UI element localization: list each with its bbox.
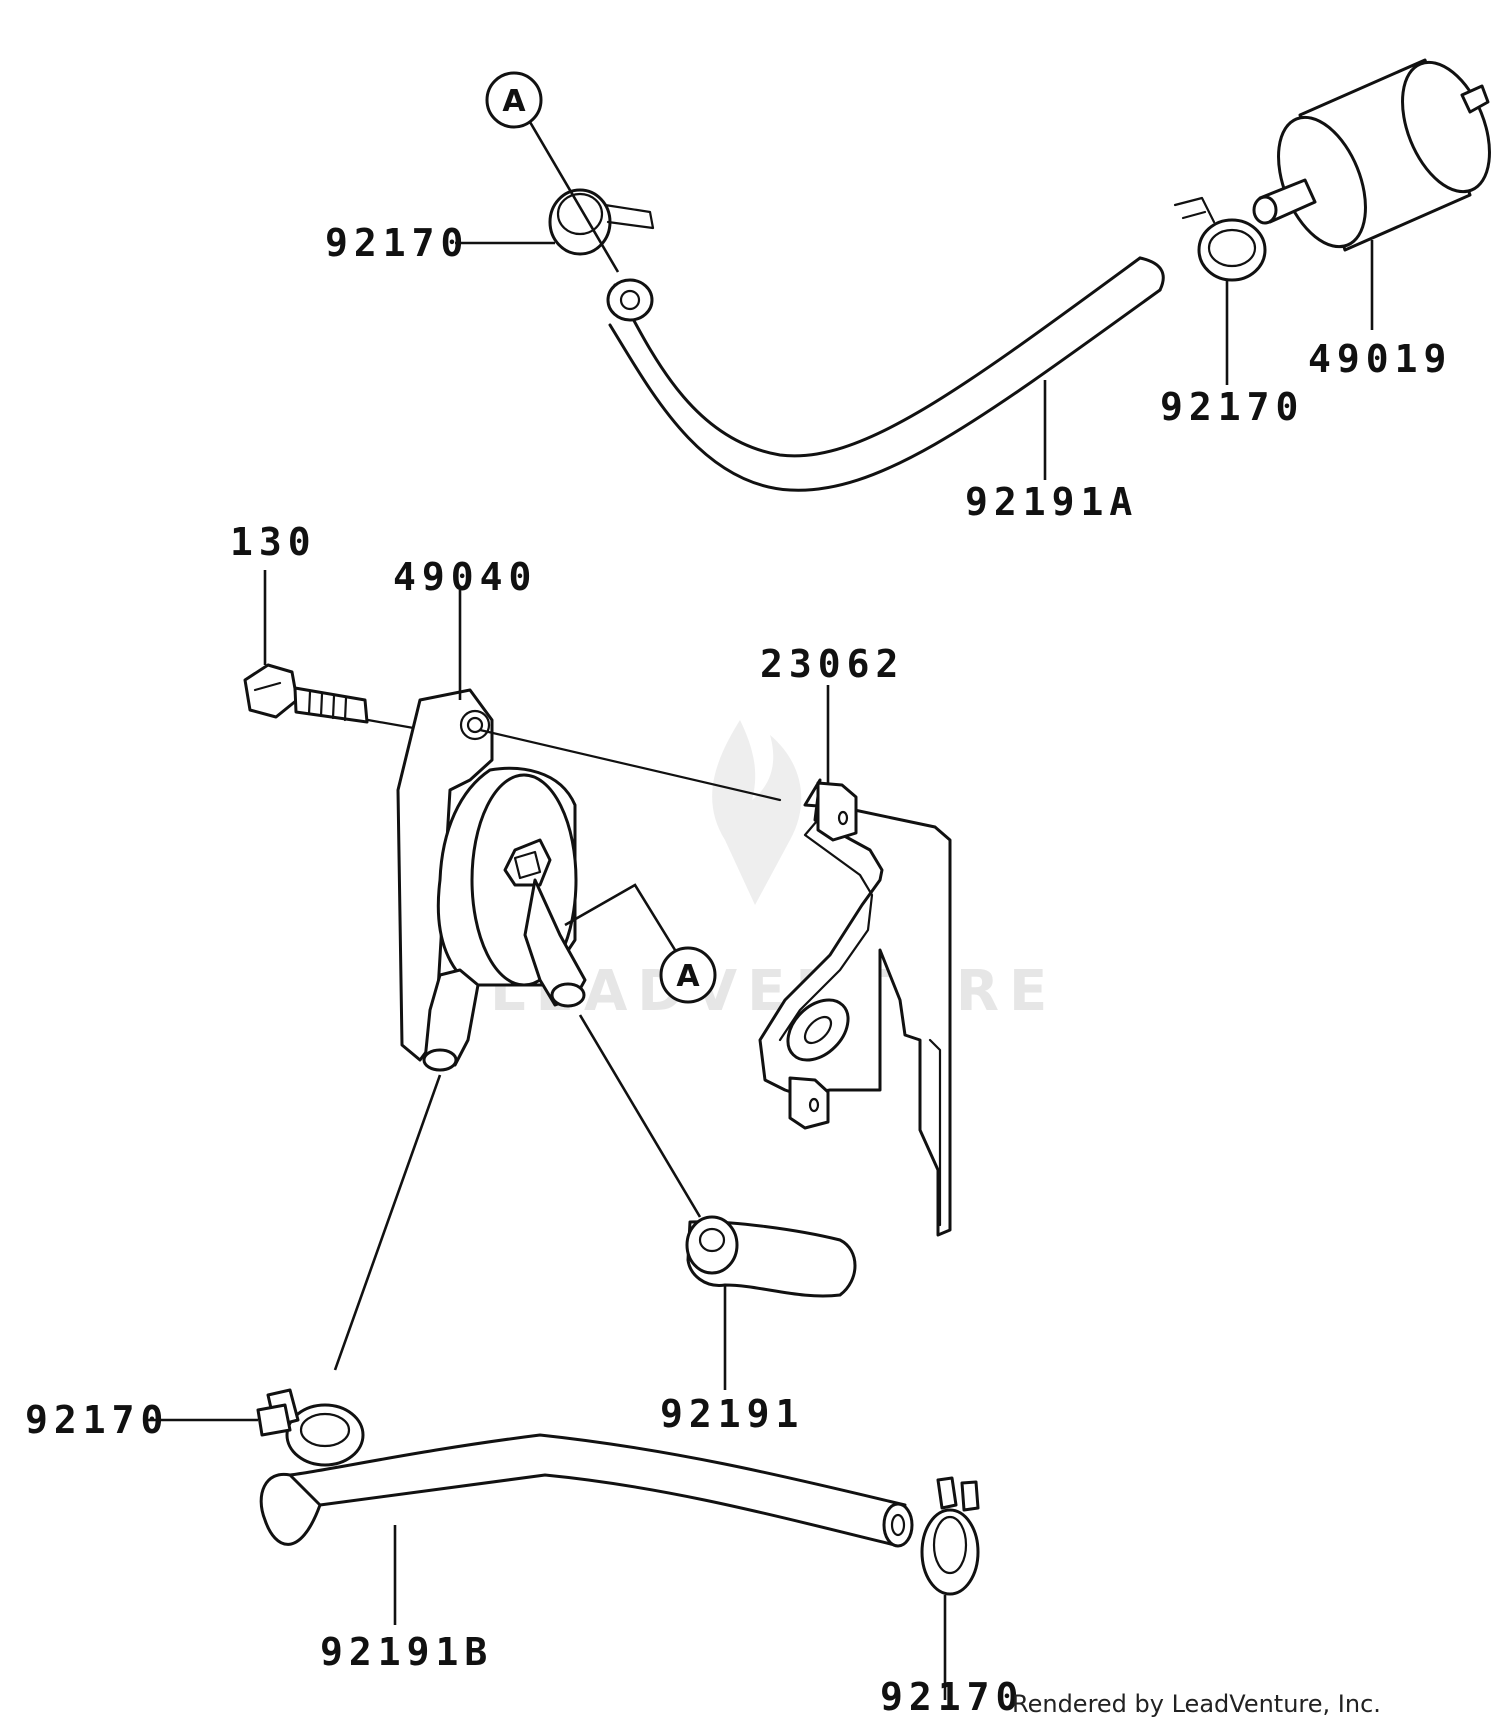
footer-credit: Rendered by LeadVenture, Inc. <box>1012 1690 1381 1718</box>
label-clamp-top-left: 92170 <box>325 221 469 265</box>
fuel-filter <box>1252 58 1491 252</box>
clamp-bottom-right <box>920 1476 980 1700</box>
label-clamp-bottom-right: 92170 <box>880 1675 1024 1719</box>
label-bracket: 23062 <box>760 642 904 686</box>
hose-92191b <box>259 1433 914 1625</box>
label-hose-bottom: 92191B <box>320 1630 493 1674</box>
clamp-bottom-left <box>145 1074 442 1467</box>
hose-92191 <box>578 1014 857 1390</box>
label-clamp-top-right: 92170 <box>1160 385 1304 429</box>
callout-a-pump-letter: A <box>676 959 700 994</box>
bracket-23062 <box>758 685 952 1237</box>
label-hose-top: 92191A <box>965 480 1138 524</box>
label-hose-short: 92191 <box>660 1392 804 1436</box>
label-bolt: 130 <box>230 520 317 564</box>
callout-a-top: A <box>485 71 620 273</box>
callout-a-pump: A <box>564 883 717 1004</box>
part-labels: 92170 49019 92170 92191A 130 49040 23062… <box>25 221 1452 1719</box>
callout-a-top-letter: A <box>502 84 526 119</box>
label-clamp-bottom-left: 92170 <box>25 1398 169 1442</box>
watermark-logo-icon <box>712 720 802 905</box>
label-fuel-filter: 49019 <box>1308 337 1452 381</box>
fuel-pump-49040 <box>396 590 782 1072</box>
label-fuel-pump: 49040 <box>393 555 537 599</box>
clamp-top-right <box>1173 196 1267 282</box>
hose-92191a <box>606 256 1165 492</box>
clamp-top-left <box>548 188 655 256</box>
